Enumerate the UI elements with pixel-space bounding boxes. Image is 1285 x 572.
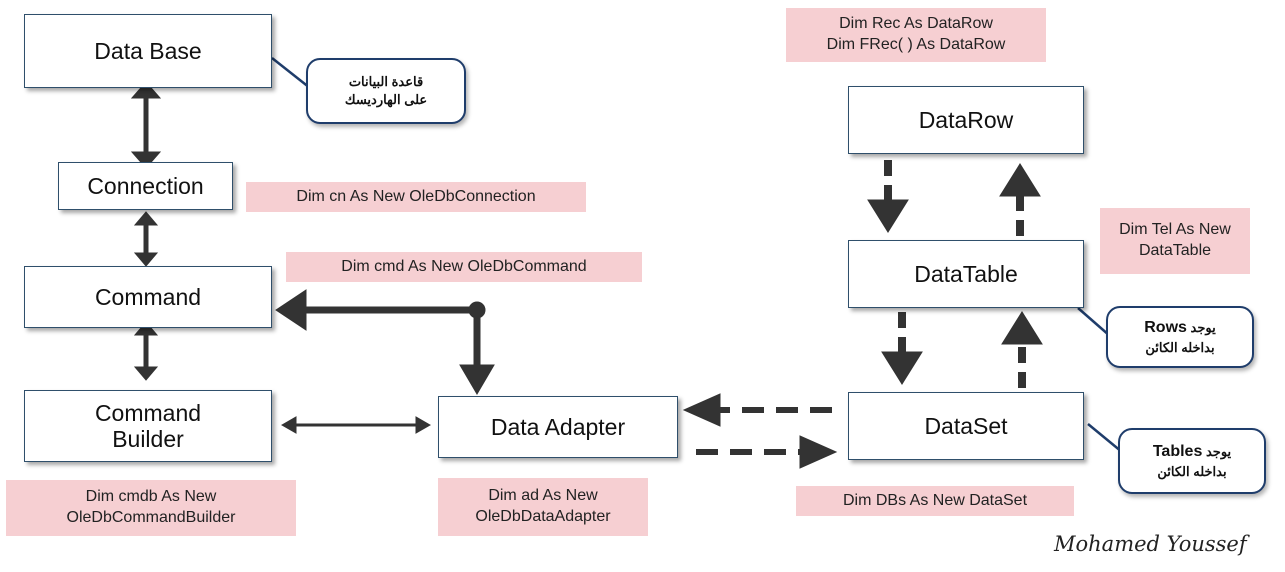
arrow-database-connection	[130, 81, 162, 169]
node-dataset: DataSet	[848, 392, 1084, 460]
node-command-builder-label: Command Builder	[94, 399, 202, 452]
node-connection: Connection	[58, 162, 233, 210]
code-connection-decl: Dim cn As New OleDbConnection	[246, 182, 586, 212]
arrow-command-builder	[133, 321, 159, 381]
callout-rows-line2: بداخله الكائن	[1145, 340, 1215, 356]
callout-database-line2: على الهارديسك	[344, 92, 428, 107]
callout-pointer-tables	[1087, 423, 1123, 453]
callout-rows-prefix: يوجد	[1190, 320, 1216, 336]
arrow-dataset-adapter	[682, 393, 832, 427]
node-data-adapter-label: Data Adapter	[490, 413, 626, 440]
code-command-builder-decl: Dim cmdb As New OleDbCommandBuilder	[6, 480, 296, 536]
node-data-adapter: Data Adapter	[438, 396, 678, 458]
arrow-datarow-datatable	[867, 160, 909, 233]
node-datatable-label: DataTable	[914, 260, 1018, 287]
node-datatable: DataTable	[848, 240, 1084, 308]
code-datarow-decl: Dim Rec As DataRow Dim FRec( ) As DataRo…	[786, 8, 1046, 62]
arrow-adapter-command	[275, 289, 495, 395]
callout-tables: يوجد Tables بداخله الكائن	[1118, 428, 1266, 494]
node-database: Data Base	[24, 14, 272, 88]
callout-tables-prefix: يوجد	[1205, 444, 1232, 460]
code-data-adapter-decl: Dim ad As New OleDbDataAdapter	[438, 478, 648, 536]
callout-database-line1: قاعدة البيانات	[348, 74, 424, 90]
node-datarow-label: DataRow	[918, 106, 1014, 133]
arrow-connection-command	[133, 211, 159, 267]
code-datatable-decl: Dim Tel As New DataTable	[1100, 208, 1250, 274]
node-command: Command	[24, 266, 272, 328]
node-dataset-label: DataSet	[924, 412, 1008, 439]
node-command-builder: Command Builder	[24, 390, 272, 462]
callout-pointer-database	[271, 57, 311, 89]
node-database-label: Data Base	[94, 37, 202, 64]
callout-database: قاعدة البيانات على الهارديسك	[306, 58, 466, 124]
callout-pointer-rows	[1077, 307, 1111, 337]
node-connection-label: Connection	[87, 172, 204, 199]
callout-rows-word: Rows	[1144, 319, 1187, 337]
callout-tables-line2: بداخله الكائن	[1157, 464, 1227, 480]
callout-tables-word: Tables	[1152, 443, 1203, 461]
arrow-datatable-datarow	[999, 163, 1041, 236]
arrow-builder-adapter	[280, 416, 432, 434]
code-dataset-decl: Dim DBs As New DataSet	[796, 486, 1074, 516]
arrow-dataset-datatable	[1001, 311, 1043, 388]
code-command-decl: Dim cmd As New OleDbCommand	[286, 252, 642, 282]
node-datarow: DataRow	[848, 86, 1084, 154]
node-command-label: Command	[94, 283, 202, 310]
callout-rows: يوجد Rows بداخله الكائن	[1106, 306, 1254, 368]
author-signature: Mohamed Youssef	[1054, 532, 1247, 556]
arrow-datatable-dataset	[881, 312, 923, 385]
arrow-adapter-dataset	[696, 435, 838, 469]
